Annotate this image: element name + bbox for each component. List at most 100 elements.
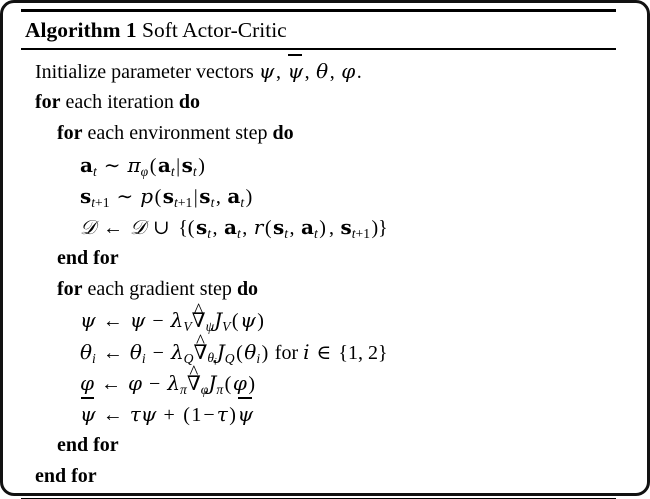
- symbol-pi: π: [127, 152, 141, 177]
- parameter-vectors-phrase: parameter vectors: [111, 60, 254, 83]
- for-keyword: for: [57, 278, 83, 301]
- algorithm-line-update-phi: φ ← φ − λπ∇φJπ(φ): [21, 368, 616, 399]
- symbol-psi: ψ: [129, 308, 146, 333]
- symbol-arrow: ←: [102, 216, 123, 239]
- algorithm-line-initialize: Initialize parameter vectors ψ, ψ, θ, φ.: [21, 54, 616, 87]
- number-one: 1: [191, 404, 202, 427]
- symbol-bold-s: s: [340, 214, 352, 239]
- subscript-i: i: [92, 350, 96, 366]
- for-keyword: for: [35, 91, 61, 114]
- subscript-t: t: [170, 163, 175, 179]
- symbol-psi: ψ: [258, 58, 275, 83]
- algorithm-line-end-for-iteration: end for: [21, 461, 616, 492]
- subscript-one: 1: [363, 225, 370, 241]
- subscript-theta: θ: [207, 350, 215, 366]
- algorithm-line-sample-next-state: st+1 ∼ p(st+1|st, at): [80, 183, 253, 210]
- symbol-lambda: λ: [170, 339, 184, 364]
- symbol-bold-a: a: [157, 152, 171, 177]
- symbol-phi: φ: [80, 370, 95, 395]
- algorithm-line-for-env-step: for each environment step do: [21, 118, 616, 149]
- symbol-bold-s: s: [199, 183, 211, 208]
- index-set: {1, 2}: [338, 341, 388, 364]
- subscript-q: Q: [224, 350, 235, 366]
- symbol-phi: φ: [341, 58, 356, 83]
- algorithm-title-rule: [21, 48, 616, 50]
- symbol-script-d: 𝒟: [129, 214, 146, 239]
- symbol-bold-s: s: [80, 183, 92, 208]
- symbol-p: p: [140, 183, 154, 208]
- subscript-plus: +: [355, 225, 364, 241]
- algorithm-line-for-iteration: for each iteration do: [21, 87, 616, 118]
- symbol-j: J: [216, 339, 225, 364]
- subscript-one: 1: [102, 194, 110, 210]
- symbol-cup: ∪: [152, 216, 170, 239]
- symbol-minus: −: [203, 404, 215, 427]
- for-keyword: for: [57, 122, 83, 145]
- end-for-keyword: end for: [57, 247, 119, 270]
- symbol-theta: θ: [129, 339, 142, 364]
- initialize-word: Initialize: [35, 60, 107, 83]
- subscript-pi: π: [216, 381, 224, 397]
- end-for-keyword: end for: [35, 465, 97, 488]
- symbol-bold-s: s: [273, 214, 285, 239]
- symbol-bold-a: a: [227, 183, 241, 208]
- symbol-psi: ψ: [140, 402, 157, 427]
- symbol-lambda: λ: [167, 370, 180, 395]
- symbol-bold-s: s: [195, 214, 208, 239]
- symbol-bold-a: a: [80, 152, 93, 177]
- subscript-phi: φ: [140, 163, 149, 179]
- symbol-arrow: ←: [102, 404, 123, 427]
- symbol-sim: ∼: [116, 185, 134, 208]
- symbol-lambda: λ: [170, 308, 184, 333]
- symbol-arrow: ←: [102, 310, 123, 333]
- subscript-t: t: [284, 225, 289, 241]
- symbol-theta: θ: [316, 58, 329, 83]
- subscript-t: t: [351, 225, 356, 241]
- environment-step-words: environment step: [129, 122, 268, 145]
- subscript-t: t: [210, 194, 215, 210]
- subscript-t: t: [91, 194, 96, 210]
- symbol-psi-bar: ψ: [237, 397, 253, 430]
- algorithm-line-update-target: ψ ← τψ + (1−τ)ψ: [21, 397, 616, 430]
- symbol-minus: −: [152, 310, 164, 333]
- symbol-tau: τ: [129, 402, 141, 427]
- symbol-tau: τ: [216, 402, 228, 427]
- subscript-i: i: [214, 357, 217, 368]
- subscript-i: i: [256, 350, 261, 366]
- symbol-phi: φ: [232, 370, 247, 395]
- algorithm-top-rule: [21, 9, 616, 12]
- algorithm-name: Soft Actor-Critic: [142, 18, 287, 42]
- gradient-step-words: gradient step: [129, 278, 232, 301]
- algorithm-body: Initialize parameter vectors ψ, ψ, θ, φ.…: [21, 50, 616, 498]
- algorithm-line-end-for-env: end for: [21, 243, 616, 274]
- algorithm-title: Algorithm 1 Soft Actor-Critic: [21, 12, 616, 48]
- subscript-plus: +: [177, 194, 186, 210]
- algorithm-line-end-for-gradient: end for: [21, 430, 616, 461]
- subscript-psi: ψ: [205, 319, 215, 335]
- subscript-t: t: [174, 194, 178, 210]
- symbol-i: i: [303, 339, 310, 364]
- symbol-j: J: [208, 370, 217, 395]
- symbol-bold-a: a: [301, 214, 315, 239]
- algorithm-keyword: Algorithm: [25, 18, 121, 42]
- subscript-t: t: [240, 194, 245, 210]
- symbol-script-d: 𝒟: [80, 214, 96, 239]
- symbol-theta: θ: [244, 339, 257, 364]
- algorithm-line-sample-action: at ∼ πφ(at|st): [80, 152, 205, 179]
- end-for-keyword: end for: [57, 434, 119, 457]
- algorithm-line-update-psi: ψ ← ψ − λV∇ψJV(ψ): [21, 305, 616, 336]
- symbol-minus: −: [152, 341, 164, 364]
- subscript-t: t: [192, 163, 197, 179]
- subscript-v: V: [183, 319, 192, 335]
- nabla-hat-icon: ∇: [187, 369, 201, 400]
- each-word: each: [87, 278, 125, 301]
- symbol-psi: ψ: [240, 308, 256, 333]
- symbol-phi: φ: [128, 370, 143, 395]
- do-keyword: do: [236, 278, 259, 301]
- symbol-minus: −: [149, 372, 161, 395]
- algorithm-line-buffer-update: 𝒟 ← 𝒟 ∪ {(st, at, r(st, at), st+1)}: [80, 214, 388, 241]
- for-index-word: for: [274, 341, 299, 364]
- algorithm-number: 1: [125, 18, 137, 42]
- symbol-psi: ψ: [80, 308, 96, 333]
